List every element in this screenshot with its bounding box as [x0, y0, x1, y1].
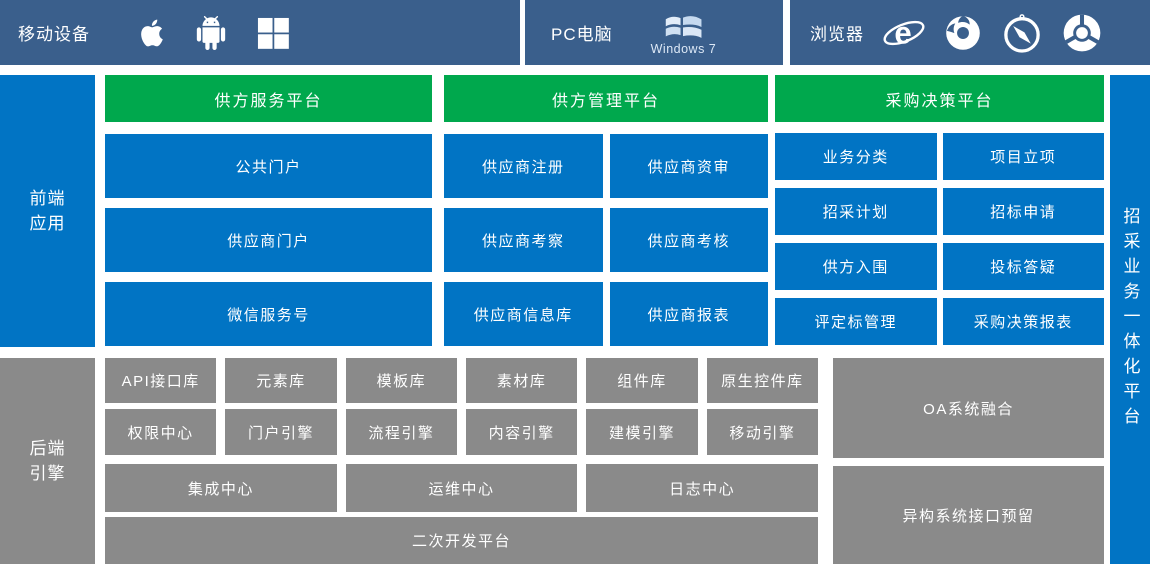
module-ops-center: 运维中心: [345, 464, 578, 512]
procurement-platform-label: 招采业务一体化平台: [1120, 207, 1140, 432]
android-icon: [194, 13, 228, 53]
module-supplier-portal: 供应商门户: [105, 208, 432, 272]
header-supplier-service-platform: 供方服务平台: [105, 75, 432, 122]
header-supplier-management-platform: 供方管理平台: [444, 75, 768, 122]
mobile-devices-label: 移动设备: [18, 25, 90, 44]
module-native-control-library: 原生控件库: [706, 358, 818, 403]
windows7-logo: Windows 7: [651, 10, 717, 56]
ie-icon: e: [882, 11, 926, 55]
module-mobile-engine: 移动引擎: [706, 409, 818, 455]
module-decision-reports: 采购决策报表: [942, 298, 1104, 345]
module-bid-clarification: 投标答疑: [942, 243, 1104, 290]
topbar-pc: PC电脑 Windows 7: [525, 0, 783, 65]
module-element-library: 元素库: [225, 358, 337, 403]
module-procurement-plan: 招采计划: [775, 188, 937, 235]
module-permission-center: 权限中心: [105, 409, 217, 455]
module-process-engine: 流程引擎: [345, 409, 457, 455]
topbar-browsers: 浏览器 e: [790, 0, 1150, 65]
module-supplier-registration: 供应商注册: [444, 134, 603, 198]
module-secondary-dev-platform: 二次开发平台: [105, 517, 818, 564]
sidebar-frontend-apps: 前端应用: [0, 75, 95, 347]
module-supplier-reports: 供应商报表: [609, 282, 768, 346]
browser-label: 浏览器: [810, 25, 864, 44]
module-material-library: 素材库: [466, 358, 578, 403]
sidebar-backend-engines: 后端引擎: [0, 358, 95, 564]
safari-icon: [1000, 11, 1044, 55]
module-supplier-qualification: 供应商资审: [609, 134, 768, 198]
module-portal-engine: 门户引擎: [225, 409, 337, 455]
column-supplier-service-platform: 供方服务平台 公共门户 供应商门户 微信服务号: [105, 75, 432, 346]
column-supplier-management-platform: 供方管理平台 供应商注册 供应商资审 供应商考察 供应商考核 供应商信息库 供应…: [444, 75, 768, 346]
header-procurement-decision-platform: 采购决策平台: [775, 75, 1104, 122]
backend-engine-grid: API接口库 元素库 模板库 素材库 组件库 原生控件库 权限中心 门户引擎 流…: [105, 358, 818, 564]
sidebar-procurement-platform: 招采业务一体化平台: [1110, 75, 1150, 564]
module-business-classification: 业务分类: [775, 133, 937, 180]
backend-engines-label: 后端引擎: [29, 438, 66, 484]
module-log-center: 日志中心: [586, 464, 818, 512]
module-modeling-engine: 建模引擎: [586, 409, 698, 455]
module-wechat-service: 微信服务号: [105, 282, 432, 346]
backend-integration-column: OA系统融合 异构系统接口预留: [833, 358, 1104, 564]
module-template-library: 模板库: [345, 358, 457, 403]
topbar-mobile-devices: 移动设备: [0, 0, 520, 65]
module-bidding-application: 招标申请: [942, 188, 1104, 235]
module-component-library: 组件库: [586, 358, 698, 403]
windows-icon: [254, 14, 292, 52]
chrome-icon: [1060, 11, 1104, 55]
windows7-label: Windows 7: [650, 41, 717, 56]
svg-text:e: e: [894, 15, 911, 50]
module-supplier-shortlist: 供方入围: [775, 243, 937, 290]
module-project-initiation: 项目立项: [942, 133, 1104, 180]
module-integration-center: 集成中心: [105, 464, 337, 512]
frontend-apps-label: 前端应用: [29, 188, 66, 234]
module-supplier-assessment: 供应商考核: [609, 208, 768, 272]
module-oa-integration: OA系统融合: [833, 358, 1104, 458]
apple-icon: [136, 14, 168, 52]
module-heterogeneous-interface: 异构系统接口预留: [833, 466, 1104, 564]
module-api-library: API接口库: [105, 358, 217, 403]
module-public-portal: 公共门户: [105, 134, 432, 198]
module-bid-evaluation: 评定标管理: [775, 298, 937, 345]
pc-label: PC电脑: [551, 25, 613, 44]
module-supplier-database: 供应商信息库: [444, 282, 603, 346]
firefox-icon: [942, 12, 984, 54]
module-supplier-inspection: 供应商考察: [444, 208, 603, 272]
column-procurement-decision-platform: 采购决策平台 业务分类 项目立项 招采计划 招标申请 供方入围 投标答疑 评定标…: [775, 75, 1104, 345]
module-content-engine: 内容引擎: [466, 409, 578, 455]
